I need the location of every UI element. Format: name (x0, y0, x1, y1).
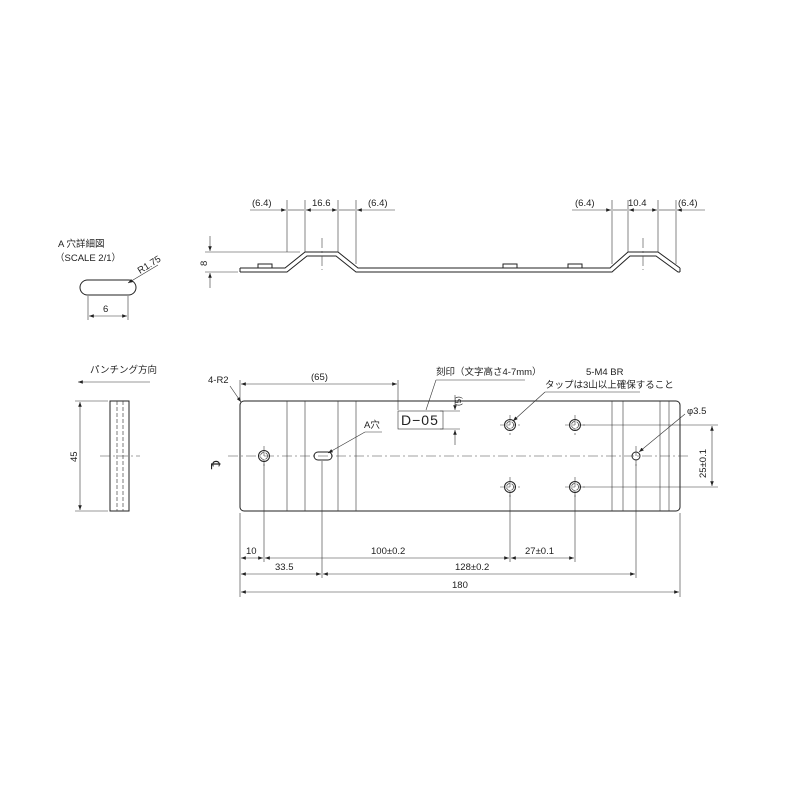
a-hole-leader (327, 431, 366, 454)
tapped-hole-left (258, 446, 270, 466)
engrave-note: 刻印（文字高さ4-7mm） (436, 366, 542, 378)
punch-height-label: 45 (69, 451, 80, 462)
tap-spec: 5-M4 BR (586, 367, 624, 378)
slot-hole-a (313, 451, 333, 461)
hole-dia-label: φ3.5 (687, 406, 706, 417)
tap-leader (512, 391, 546, 422)
side-dim-right-width: 10.4 (628, 198, 647, 209)
side-feature-1 (257, 263, 273, 269)
radius-leader (127, 264, 159, 284)
side-dim-right-gap2: (6.4) (678, 198, 698, 209)
profile-upper-edge (240, 251, 681, 269)
engrave-leader (425, 379, 437, 411)
top-view: ℄ (208, 366, 718, 597)
engrave-text: D−05 (401, 412, 439, 428)
hole-dia-leader (638, 413, 686, 453)
side-dim-right-gap1: (6.4) (575, 198, 595, 209)
a-hole-label: A穴 (364, 419, 380, 431)
radius-label: R1.75 (136, 254, 163, 277)
engrave-dim-label: (5) (454, 396, 463, 406)
tapped-hole-4 (500, 477, 520, 497)
side-dim-left-gap2: (6.4) (368, 198, 388, 209)
bdim-180-label: 180 (452, 580, 468, 591)
slot-hole-outline (79, 279, 137, 296)
punching-view: パンチング方向 45 (69, 364, 157, 512)
bdim-128-label: 128±0.2 (455, 562, 489, 573)
side-feature-3 (567, 263, 583, 269)
side-dim-left-width: 16.6 (312, 198, 331, 209)
engrave-box (397, 410, 444, 430)
ref-dim-65-label: (65) (311, 372, 328, 383)
bdim-27-label: 27±0.1 (525, 546, 554, 557)
side-height-label: 8 (199, 261, 210, 266)
tapped-hole-2 (500, 415, 520, 435)
profile-lower-edge (240, 255, 680, 273)
side-view: (6.4) 16.6 (6.4) (6.4) 10.4 (6.4) 8 (199, 198, 705, 288)
a-hole-detail: A 穴詳細図 （SCALE 2/1） R1.75 6 (55, 238, 163, 320)
bdim-10-label: 10 (246, 546, 257, 557)
bdim-100-label: 100±0.2 (371, 546, 405, 557)
detail-width-label: 6 (103, 304, 108, 315)
vdim-25-label: 25±0.1 (698, 449, 709, 478)
centerline-symbol: ℄ (208, 460, 223, 470)
punch-title: パンチング方向 (90, 364, 157, 376)
tap-note: タップは3山以上確保すること (545, 379, 674, 391)
corner-radius-leader (229, 385, 242, 403)
side-feature-2 (502, 263, 518, 269)
detail-title: A 穴詳細図 (58, 238, 104, 250)
through-hole-right (631, 446, 641, 466)
bdim-33-5-label: 33.5 (275, 562, 294, 573)
detail-scale: （SCALE 2/1） (55, 252, 121, 264)
corner-radius-label: 4-R2 (208, 375, 229, 386)
side-dim-left-gap1: (6.4) (252, 198, 272, 209)
